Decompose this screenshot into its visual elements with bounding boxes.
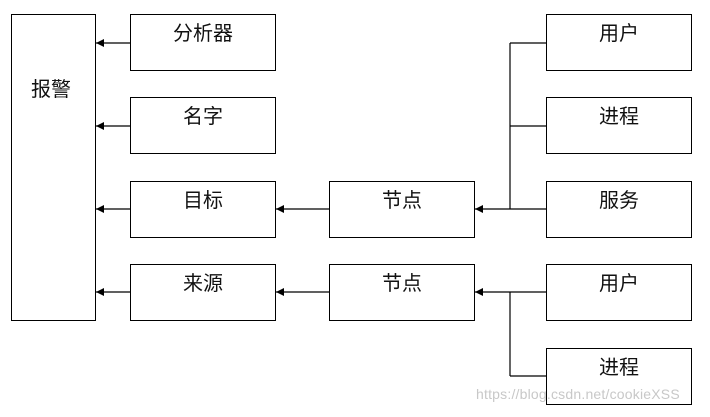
alarm-box: 报警 bbox=[11, 14, 96, 321]
name-label: 名字 bbox=[183, 104, 223, 128]
target-service-box: 服务 bbox=[546, 181, 692, 238]
watermark-text: https://blog.csdn.net/cookieXSS bbox=[476, 386, 680, 402]
target-node-box: 节点 bbox=[329, 181, 475, 238]
source-node-box: 节点 bbox=[329, 264, 475, 321]
source-user-label: 用户 bbox=[599, 271, 639, 295]
target-process-label: 进程 bbox=[599, 104, 639, 128]
analyzer-label: 分析器 bbox=[173, 21, 233, 45]
target-user-label: 用户 bbox=[599, 21, 639, 45]
source-label: 来源 bbox=[183, 271, 223, 295]
name-box: 名字 bbox=[130, 97, 276, 154]
alarm-label: 报警 bbox=[31, 77, 71, 101]
target-node-label: 节点 bbox=[382, 188, 422, 212]
target-label: 目标 bbox=[183, 188, 223, 212]
source-box: 来源 bbox=[130, 264, 276, 321]
target-service-label: 服务 bbox=[599, 188, 639, 212]
target-user-box: 用户 bbox=[546, 14, 692, 71]
target-process-box: 进程 bbox=[546, 97, 692, 154]
source-node-label: 节点 bbox=[382, 271, 422, 295]
target-box: 目标 bbox=[130, 181, 276, 238]
source-process-box: 进程 bbox=[546, 348, 692, 405]
source-process-label: 进程 bbox=[599, 355, 639, 379]
source-user-box: 用户 bbox=[546, 264, 692, 321]
analyzer-box: 分析器 bbox=[130, 14, 276, 71]
